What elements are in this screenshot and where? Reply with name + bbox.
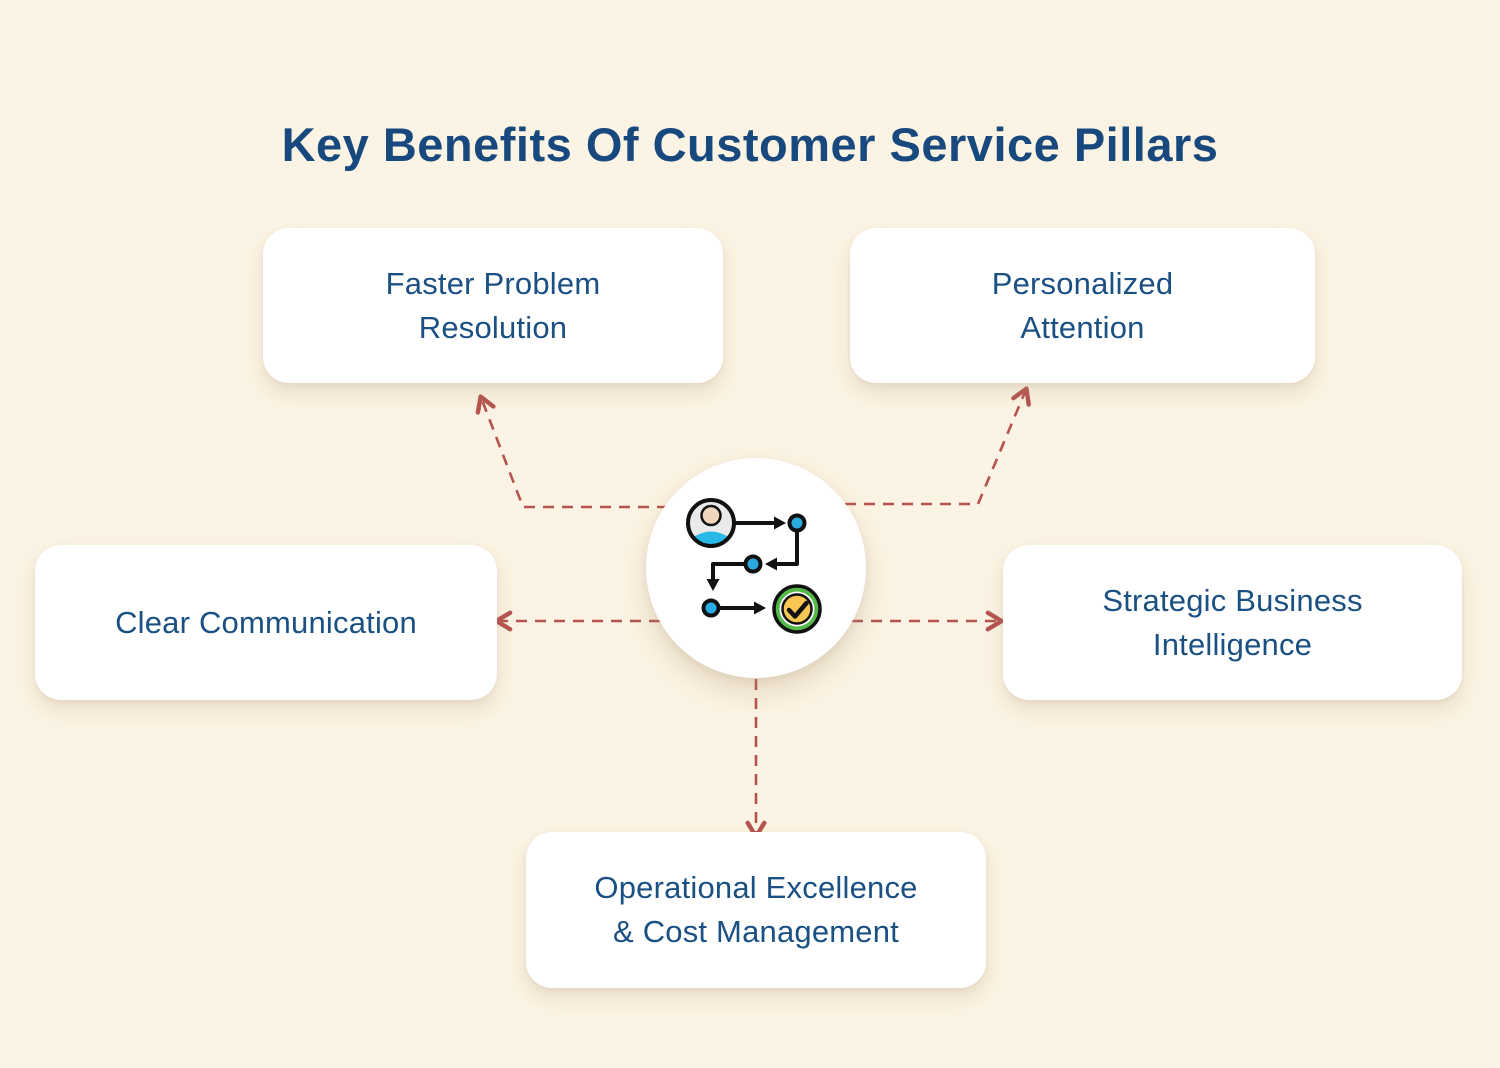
checkmark-target-icon [772,584,822,634]
flow-arrows [711,521,799,610]
benefit-card-label: Personalized [991,265,1174,301]
benefit-card-clear-communication: Clear Communication [35,545,497,700]
benefit-card-label: & Cost Management [613,914,899,949]
connector-to-personalized-attention [845,386,1031,506]
benefit-card-strategic-business-intelligence: Strategic Business Intelligence [1003,545,1462,700]
benefit-card-label: Attention [1020,309,1145,345]
benefit-card-label: Resolution [418,309,568,345]
benefit-card-personalized-attention: Personalized Attention [850,228,1315,383]
page-title: Key Benefits Of Customer Service Pillars [281,118,1219,172]
benefit-card-label: Faster Problem [385,265,601,301]
benefit-card-label: Intelligence [1152,626,1313,662]
person-icon [686,498,736,549]
connector-to-faster-problem-resolution [475,394,668,509]
flow-step-dots [701,513,807,618]
flow-arrowheads [706,516,786,615]
benefit-card-operational-excellence: Operational Excellence & Cost Management [526,832,986,988]
benefit-card-label: Operational Excellence [594,870,918,905]
benefit-card-label: Clear Communication [115,604,417,640]
benefit-card-label: Strategic Business [1102,582,1363,618]
check-icon [786,600,809,619]
center-hub-circle [646,458,866,678]
benefit-card-faster-problem-resolution: Faster Problem Resolution [263,228,723,383]
process-flow-checklist-icon [686,498,822,634]
